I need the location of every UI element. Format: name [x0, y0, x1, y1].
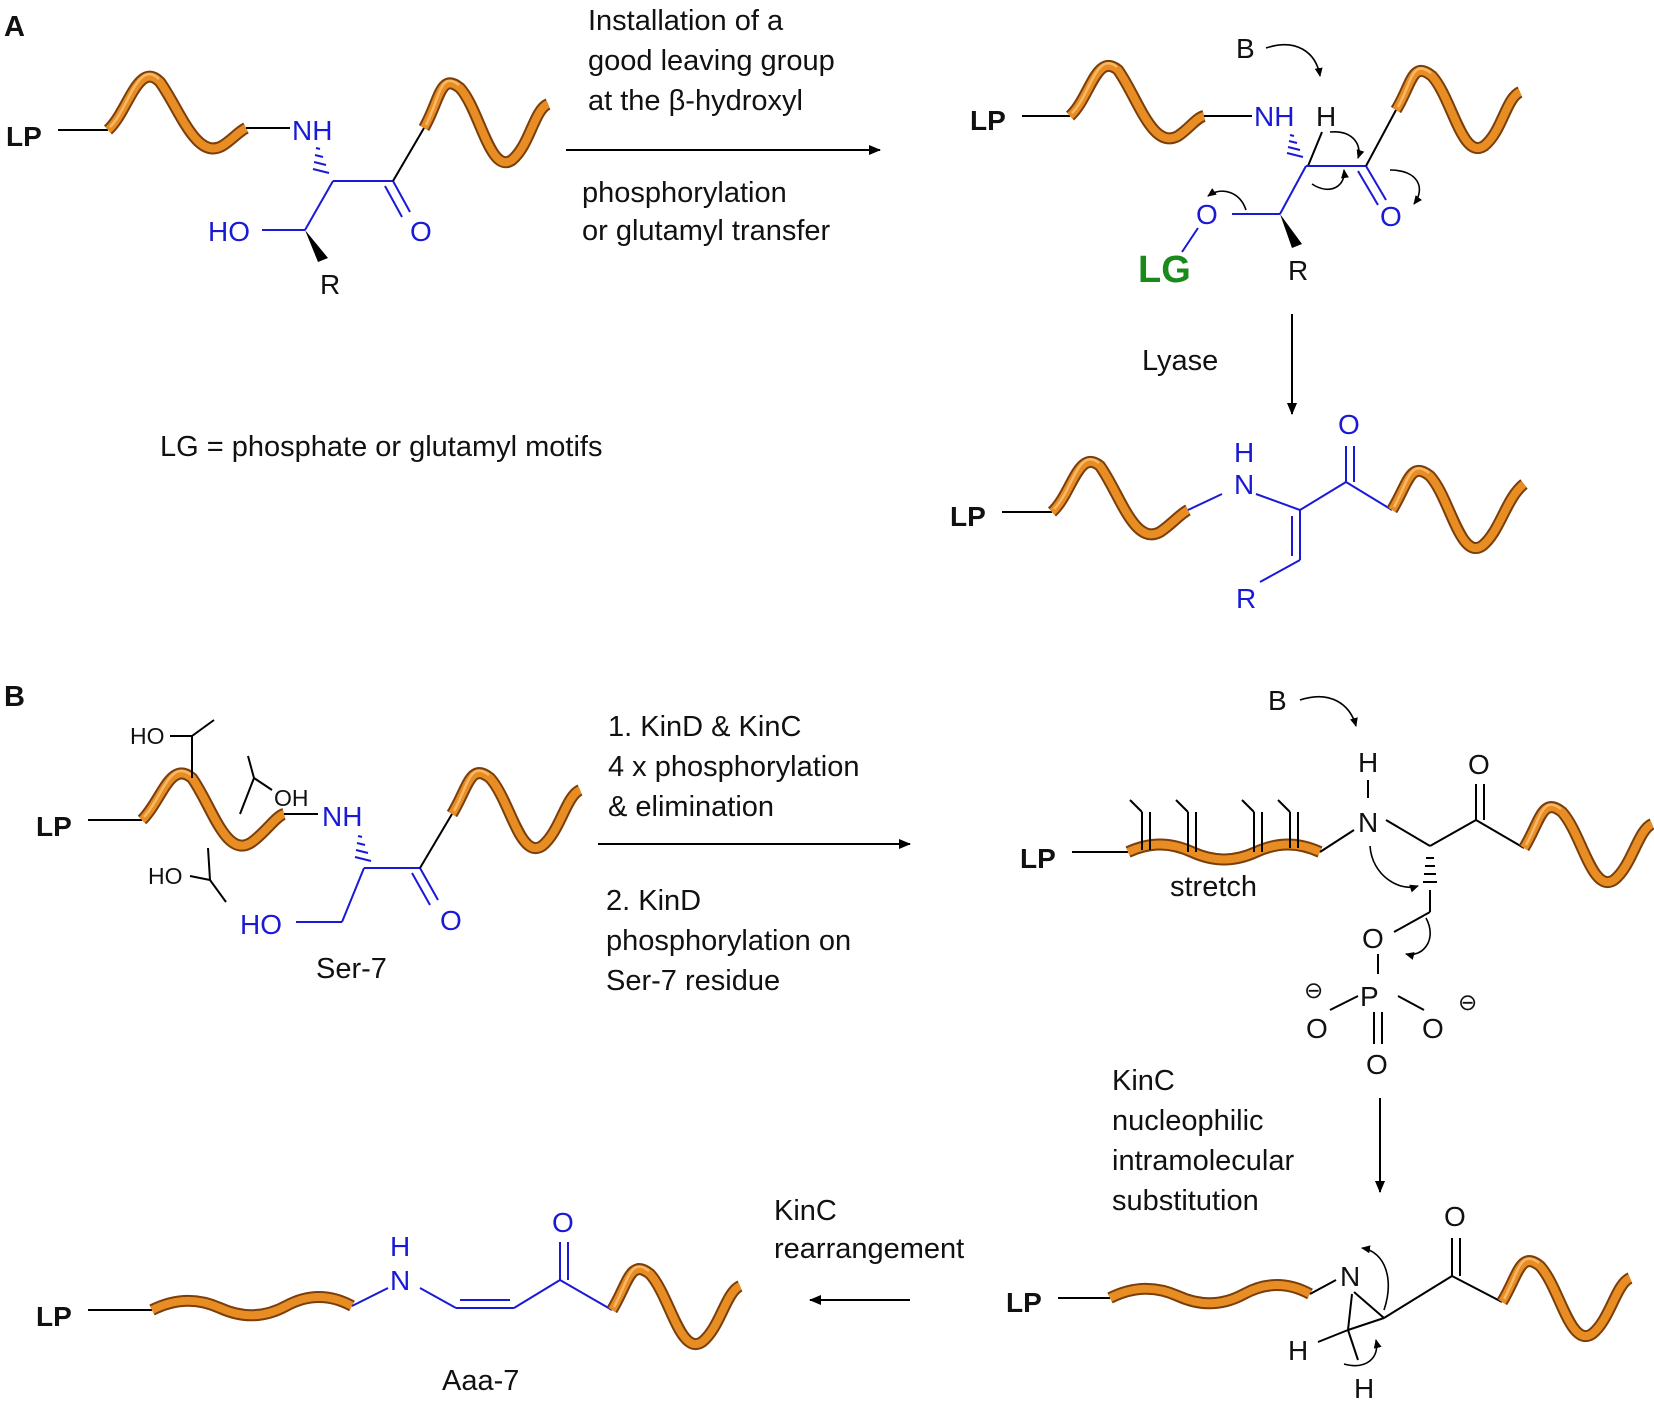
lyase-label: Lyase — [1142, 345, 1218, 377]
o-label: O — [1338, 409, 1360, 440]
base-b-label: B — [1236, 33, 1255, 64]
lp-label: LP — [950, 501, 986, 532]
panel-b-phospho: LP stretch B H N O — [1020, 685, 1654, 1080]
peptide-ribbon — [606, 1263, 744, 1350]
minus-1: ⊖ — [1304, 977, 1323, 1003]
step-b1-cond-2: phosphorylation on — [606, 925, 851, 957]
peptide-ribbon — [1496, 1255, 1634, 1342]
step-b1-cond-3: Ser-7 residue — [606, 965, 780, 997]
step-b1-text-1: 1. KinD & KinC — [608, 711, 801, 743]
panel-b-aaa7: LP H N O Aaa-7 — [36, 1207, 744, 1397]
h-label: H — [1358, 747, 1378, 778]
o-label: O — [410, 216, 432, 247]
panel-a-intermediate: LP NH H B O — [970, 33, 1524, 291]
stretch-ribbon — [1107, 1279, 1313, 1310]
peptide-ribbon — [137, 767, 287, 852]
ho-side-2: HO — [148, 863, 183, 889]
h-label: H — [390, 1231, 410, 1262]
step-b1-text-2: 4 x phosphorylation — [608, 751, 860, 783]
lp-label: LP — [970, 105, 1006, 136]
panel-a-reactant: LP NH O — [6, 70, 552, 300]
h1-label: H — [1288, 1335, 1308, 1366]
o-top-label: O — [1468, 749, 1490, 780]
nh-label: NH — [292, 115, 332, 146]
peptide-ribbon — [1065, 60, 1207, 145]
minus-2: ⊖ — [1458, 989, 1477, 1015]
h-label: H — [1234, 437, 1254, 468]
peptide-ribbon — [103, 70, 249, 155]
step-a1-cond-1: phosphorylation — [582, 177, 787, 209]
ho-label: HO — [240, 909, 282, 940]
panel-b-aziridine: LP N O H H — [1006, 1201, 1634, 1401]
step-b1-cond-1: 2. KinD — [606, 885, 701, 917]
o-right-label: O — [1422, 1013, 1444, 1044]
panel-b-label: B — [4, 681, 25, 713]
step-a1-text-3: at the β-hydroxyl — [588, 85, 803, 117]
r-label: R — [1288, 255, 1308, 286]
peptide-ribbon — [1386, 465, 1529, 554]
nh-label: NH — [1254, 101, 1294, 132]
oh-side: OH — [274, 785, 309, 811]
step-b3-text-2: rearrangement — [774, 1233, 964, 1265]
step-b2-text-3: intramolecular — [1112, 1145, 1294, 1177]
step-b3-text-1: KinC — [774, 1195, 837, 1227]
peptide-ribbon — [1390, 65, 1524, 154]
o-ring-label: O — [1196, 199, 1218, 230]
step-b2-text-2: nucleophilic — [1112, 1105, 1264, 1137]
step-b2-text-4: substitution — [1112, 1185, 1259, 1217]
step-a1-text-1: Installation of a — [588, 5, 784, 37]
lp-label: LP — [1020, 843, 1056, 874]
o-label: O — [1444, 1201, 1466, 1232]
r-label: R — [320, 269, 340, 300]
stretch-ribbon — [149, 1291, 355, 1322]
step-a1-text-2: good leaving group — [588, 45, 835, 77]
lg-definition: LG = phosphate or glutamyl motifs — [160, 431, 602, 463]
n-label: N — [1340, 1261, 1360, 1292]
r-label: R — [1236, 583, 1256, 614]
step-b1-text-3: & elimination — [608, 791, 774, 823]
nh-label: NH — [322, 801, 362, 832]
ho-label: HO — [208, 216, 250, 247]
peptide-ribbon — [418, 77, 552, 169]
o-label: O — [440, 905, 462, 936]
panel-a-step2: Lyase — [1142, 314, 1297, 415]
ser7-name: Ser-7 — [316, 953, 387, 985]
lp-label: LP — [36, 1301, 72, 1332]
o-link-label: O — [1362, 923, 1384, 954]
n-label: N — [390, 1265, 410, 1296]
peptide-ribbon — [1518, 801, 1654, 888]
lp-label: LP — [1006, 1287, 1042, 1318]
peptide-ribbon — [1047, 456, 1192, 541]
ho-side-1: HO — [130, 723, 165, 749]
o-label: O — [1380, 201, 1402, 232]
panel-a-product: LP H N O R — [950, 409, 1529, 614]
step-a1-cond-2: or glutamyl transfer — [582, 215, 831, 247]
h2-label: H — [1354, 1373, 1374, 1401]
lg-label: LG — [1138, 249, 1191, 291]
panel-b: B LP HO OH HO NH — [4, 681, 1654, 1401]
peptide-ribbon — [446, 767, 584, 854]
n-label: N — [1358, 807, 1378, 838]
stretch-ribbon — [1125, 838, 1323, 866]
step-b2-text-1: KinC — [1112, 1065, 1175, 1097]
panel-a-step1: Installation of a good leaving group at … — [566, 5, 881, 247]
n-label: N — [1234, 469, 1254, 500]
h-label: H — [1316, 101, 1336, 132]
panel-b-step1: 1. KinD & KinC 4 x phosphorylation & eli… — [598, 711, 911, 997]
lp-label: LP — [6, 121, 42, 152]
panel-b-step2: KinC nucleophilic intramolecular substit… — [1112, 1065, 1385, 1217]
stretch-label: stretch — [1170, 871, 1257, 903]
p-label: P — [1360, 981, 1379, 1012]
o-label: O — [552, 1207, 574, 1238]
panel-b-ser7: LP HO OH HO NH — [36, 719, 584, 985]
lp-label: LP — [36, 811, 72, 842]
base-b-label: B — [1268, 685, 1287, 716]
panel-a: A LP NH O — [4, 5, 1529, 614]
panel-b-step3: KinC rearrangement — [774, 1195, 964, 1305]
panel-a-label: A — [4, 11, 25, 43]
aaa7-name: Aaa-7 — [442, 1365, 519, 1397]
o-left-label: O — [1306, 1013, 1328, 1044]
o-bottom-label: O — [1366, 1049, 1388, 1080]
